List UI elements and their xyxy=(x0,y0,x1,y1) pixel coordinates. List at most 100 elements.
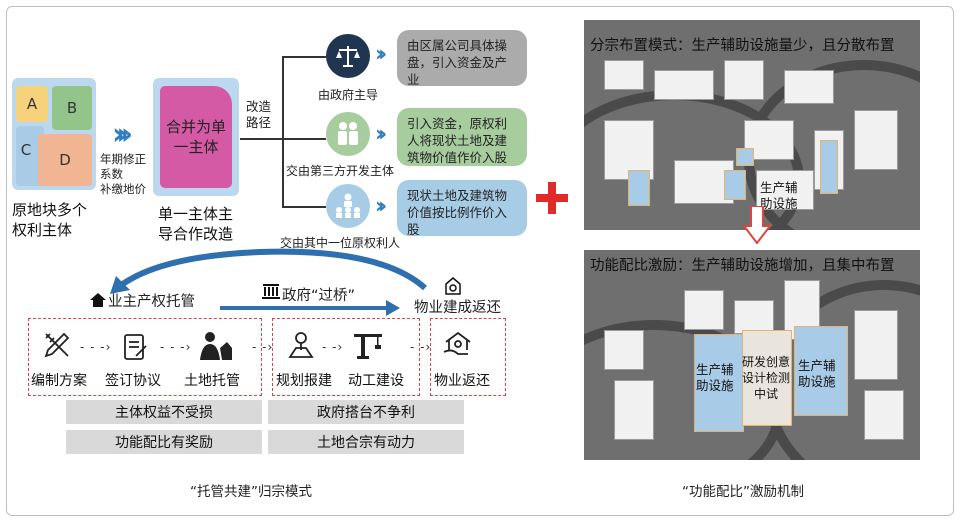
arrow-dashed-1: - - -› xyxy=(80,340,112,354)
bottom-map-title: 功能配比激励：生产辅助设施增加，且集中布置 xyxy=(590,258,895,274)
stage-1-box xyxy=(28,318,262,396)
block-d: D xyxy=(38,134,92,186)
rd-label-line2: 设计检测 xyxy=(742,371,791,385)
arrow-down-icon xyxy=(743,206,771,244)
step-property-return: 物业返还 xyxy=(434,373,490,389)
path-label-line2: 路径 xyxy=(246,115,272,130)
connector-branch-1 xyxy=(282,56,326,58)
facility-label-left-line1: 生产辅 xyxy=(696,362,734,377)
chevron-right-icon-1: ›› xyxy=(375,42,387,67)
building xyxy=(654,70,714,100)
benefit-4: 土地合宗有动力 xyxy=(268,430,464,454)
benefit-1: 主体权益不受损 xyxy=(66,400,262,424)
step-compile-plan: 编制方案 xyxy=(31,373,87,389)
right-caption: “功能配比”激励机制 xyxy=(682,484,804,500)
rd-label-line3: 中试 xyxy=(754,387,779,401)
branch-3-box: 现状土地及建筑物价值按比例作价入股 xyxy=(397,180,527,237)
building xyxy=(854,110,898,170)
block-b-label: B xyxy=(66,99,78,117)
hierarchy-icon xyxy=(326,184,370,228)
return-curve-arrow xyxy=(110,248,427,294)
stage-3-box xyxy=(430,318,506,396)
location-pin-icon xyxy=(286,330,316,360)
facility-label-right-line2: 助设施 xyxy=(798,374,836,389)
step-land-custody: 土地托管 xyxy=(184,373,240,389)
rd-label-line1: 研发创意 xyxy=(742,355,791,369)
branch-2-box: 引入资金，原权利人将现状土地及建筑物价值作价入股 xyxy=(397,108,527,166)
arrow-dashed-5: - -› xyxy=(410,340,432,354)
single-caption-line2: 导合作改造 xyxy=(158,225,234,243)
block-d-label: D xyxy=(59,151,71,169)
facility-building xyxy=(736,148,754,166)
building xyxy=(864,390,904,440)
flow-arrow-head xyxy=(386,300,400,316)
branch-3-label: 交由其中一位原权利人 xyxy=(280,236,401,250)
concentrated-layout-map: 生产辅 助设施 研发创意 设计检测 中试 生产辅 助设施 xyxy=(584,250,920,460)
connector-branch-2 xyxy=(282,138,326,140)
arrow-dashed-4: - -› xyxy=(322,340,344,354)
government-bridge-label: 政府“过桥” xyxy=(282,288,356,304)
note-line1: 年期修正 xyxy=(100,152,146,166)
facility-label-top: 生产辅 助设施 xyxy=(760,180,798,212)
building xyxy=(614,380,654,440)
building xyxy=(604,60,644,90)
rd-building xyxy=(742,330,792,426)
land-price-note: 年期修正 系数 补缴地价 xyxy=(100,152,146,197)
building xyxy=(724,60,764,100)
note-line3: 补缴地价 xyxy=(100,182,146,196)
block-b: B xyxy=(52,86,92,130)
facility-building xyxy=(724,170,746,200)
people-icon xyxy=(326,112,370,156)
chevron-right-icon-3: ›› xyxy=(375,194,387,219)
benefit-3: 功能配比有奖励 xyxy=(66,430,262,454)
building xyxy=(784,70,834,104)
connector-branch-3 xyxy=(282,206,326,208)
facility-label-right-line1: 生产辅 xyxy=(798,358,836,373)
single-entity-label: 合并为单一主体 xyxy=(165,118,226,156)
building xyxy=(604,330,644,370)
left-caption: “托管共建”归宗模式 xyxy=(190,484,312,500)
block-c-label: C xyxy=(20,141,32,159)
block-a: A xyxy=(16,86,48,122)
branch-2-label: 交由第三方开发主体 xyxy=(286,164,395,178)
facility-label-top-line1: 生产辅 xyxy=(760,180,798,195)
single-entity-block: 合并为单一主体 xyxy=(160,86,232,188)
facility-building xyxy=(628,170,650,206)
facility-building-right xyxy=(794,326,848,416)
step-sign-agreement: 签订协议 xyxy=(105,373,161,389)
benefit-2: 政府搭台不争利 xyxy=(268,400,464,424)
note-line2: 系数 xyxy=(100,167,123,181)
arrow-dashed-2: - - -› xyxy=(160,340,192,354)
branch-1-box: 由区属公司具体操盘，引入资金及产业 xyxy=(397,30,527,87)
facility-building xyxy=(820,140,838,194)
government-building-icon xyxy=(262,282,280,300)
house-hand-icon xyxy=(442,330,472,360)
property-return-icon xyxy=(444,276,462,296)
step-planning-approval: 规划报建 xyxy=(276,373,332,389)
pencil-ruler-icon xyxy=(42,330,72,360)
step-construction: 动工建设 xyxy=(348,373,404,389)
building xyxy=(684,290,724,330)
path-label: 改造 路径 xyxy=(246,99,271,131)
original-caption-line2: 权利主体 xyxy=(12,221,73,239)
facility-label-right: 生产辅 助设施 xyxy=(798,358,836,390)
crane-icon xyxy=(352,330,382,360)
plus-icon xyxy=(536,182,568,214)
building xyxy=(756,170,814,210)
arrow-dashed-3: - -› xyxy=(252,340,274,354)
facility-building-left xyxy=(694,334,744,432)
figure-frame xyxy=(6,6,954,516)
original-caption-line1: 原地块多个 xyxy=(12,201,88,219)
chevron-right-icon: ››› xyxy=(112,117,133,152)
property-return-label: 物业建成返还 xyxy=(414,300,501,316)
home-icon xyxy=(90,292,106,307)
document-sign-icon xyxy=(120,332,150,362)
person-house-icon xyxy=(198,330,232,360)
rd-label: 研发创意 设计检测 中试 xyxy=(742,354,790,402)
stage-2-box xyxy=(272,318,420,396)
branch-1-label: 由政府主导 xyxy=(318,88,379,102)
facility-label-left: 生产辅 助设施 xyxy=(696,362,734,394)
block-a-label: A xyxy=(26,95,38,113)
building xyxy=(734,300,774,334)
owner-custody-label: 业主产权托管 xyxy=(108,294,195,310)
